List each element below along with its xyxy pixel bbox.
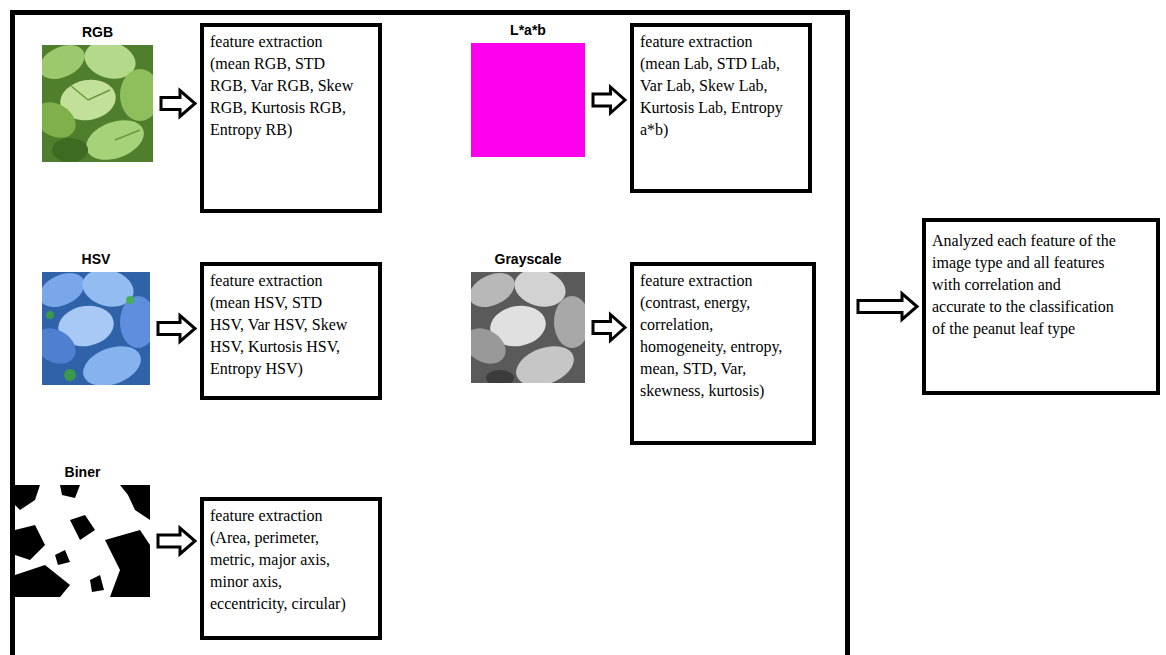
image-panel: HSV [42, 272, 150, 385]
image-panel: L*a*b [471, 43, 585, 157]
binary-leaf-image [15, 485, 150, 597]
box-text: feature extraction (mean HSV, STD HSV, V… [210, 270, 354, 380]
image-label: Biner [65, 464, 101, 480]
feature-box: feature extraction (contrast, energy, co… [630, 262, 816, 445]
block-arrow [593, 87, 625, 113]
block-arrow [158, 316, 195, 342]
image-panel: Biner [15, 485, 150, 597]
grayscale-leaf-image [471, 272, 585, 383]
image-panel: RGB [42, 45, 153, 162]
feature-box: feature extraction (mean Lab, STD Lab, V… [630, 23, 812, 193]
feature-box: feature extraction (mean HSV, STD HSV, V… [200, 262, 382, 400]
hsv-leaf-image [42, 272, 150, 385]
block-arrow [858, 294, 917, 320]
lab-image [471, 43, 585, 157]
block-arrow [158, 528, 195, 554]
outer-frame: RGB feature extraction (mean RGB, STD RGB… [10, 10, 850, 655]
block-arrow [161, 91, 195, 117]
image-label: RGB [82, 24, 113, 40]
result-box: Analyzed each feature of the image type … [922, 218, 1160, 395]
rgb-leaf-photo [42, 45, 153, 162]
image-label: HSV [82, 251, 111, 267]
box-text: feature extraction (mean Lab, STD Lab, V… [640, 31, 784, 141]
image-label: Grayscale [495, 251, 562, 267]
feature-box: feature extraction (mean RGB, STD RGB, V… [200, 23, 382, 213]
box-text: feature extraction (mean RGB, STD RGB, V… [210, 31, 354, 141]
feature-box: feature extraction (Area, perimeter, met… [200, 497, 382, 640]
image-panel: Grayscale [471, 272, 585, 383]
box-text: feature extraction (Area, perimeter, met… [210, 505, 354, 615]
block-arrow [593, 315, 625, 341]
image-label: L*a*b [510, 22, 546, 38]
box-text: Analyzed each feature of the image type … [932, 230, 1116, 340]
box-text: feature extraction (contrast, energy, co… [640, 270, 788, 402]
